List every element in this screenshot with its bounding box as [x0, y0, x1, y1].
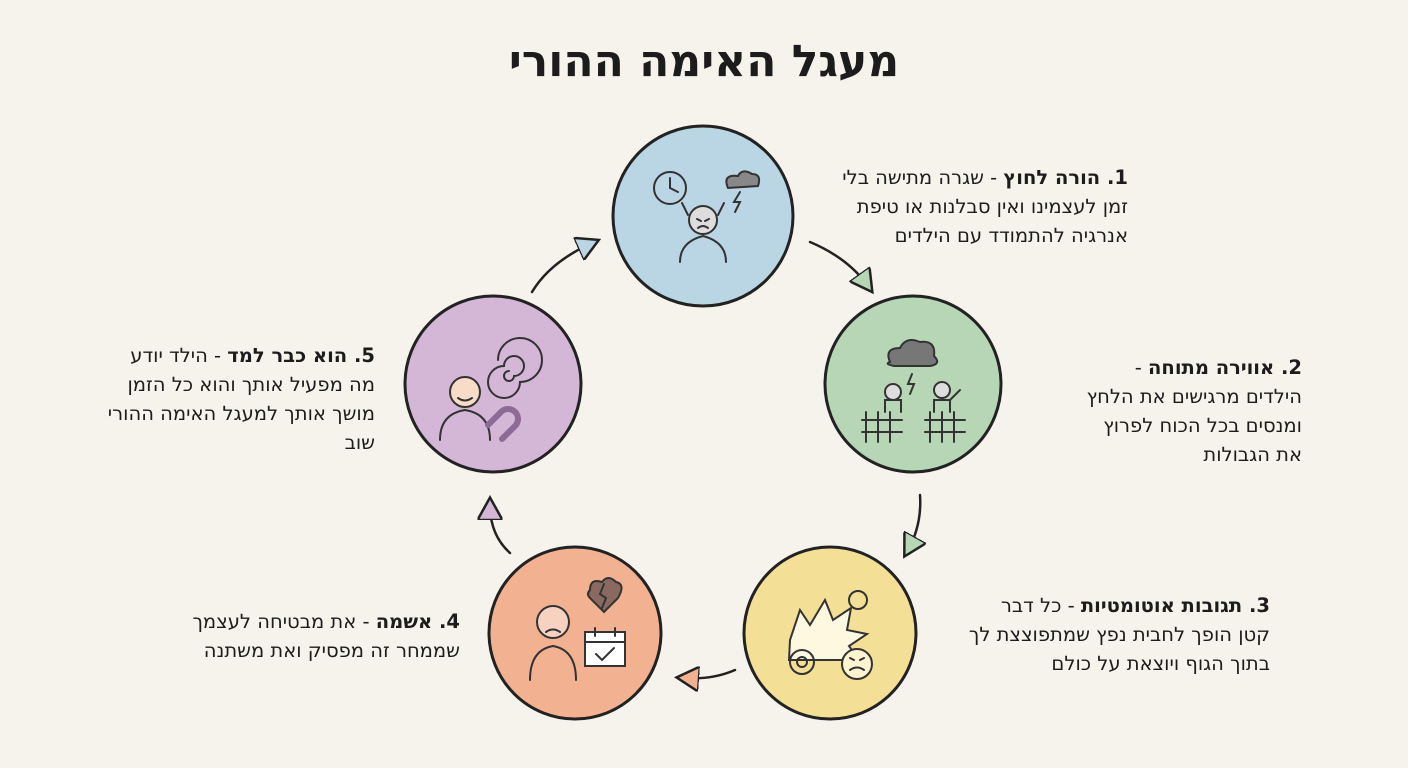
guilty-parent-icon	[529, 577, 626, 681]
step-3-description: 3. תגובות אוטומטיות - כל דבר קטן הופך לח…	[968, 594, 1270, 675]
step-2-heading: 2. אווירה מתוחה	[1148, 356, 1302, 379]
step-3-text: כל דבר קטן הופך לחבית נפץ שמתפוצצת לך בת…	[968, 594, 1270, 675]
arrow-3-to-4	[684, 670, 737, 678]
arrow-1-to-2	[808, 240, 868, 286]
step-4-heading: 4. אשמה	[375, 610, 460, 633]
child-magnet-icon	[439, 337, 543, 442]
step-5-text: הילד יודע מה מפעיל אותך והוא כל הזמן מוש…	[107, 344, 375, 454]
step-2-text: הילדים מרגישים את הלחץ ומנסים בכל הכוח ל…	[1086, 385, 1302, 466]
step-1-description: 1. הורה לחוץ - שגרה מתישה בלי זמן לעצמינ…	[842, 166, 1128, 247]
step-1-heading: 1. הורה לחוץ	[1003, 166, 1128, 189]
arrow-5-to-1	[530, 243, 592, 294]
explosion-gears-icon	[787, 590, 873, 680]
step-2-description: 2. אווירה מתוחה - הילדים מרגישים את הלחץ…	[1086, 356, 1302, 466]
circle-step-4	[487, 545, 663, 721]
children-storm-icon	[861, 339, 966, 443]
step-5-heading: 5. הוא כבר למד	[227, 344, 375, 367]
step-1-text: שגרה מתישה בלי זמן לעצמינו ואין סבלנות א…	[842, 166, 1128, 247]
step-4-description: 4. אשמה - את מבטיחה לעצמך שממחר זה מפסיק…	[192, 610, 460, 662]
arrow-4-to-5	[490, 505, 512, 555]
circle-step-5	[403, 294, 583, 474]
stressed-parent-icon	[653, 170, 761, 263]
arrow-2-to-3	[908, 493, 920, 550]
step-4-text: את מבטיחה לעצמך שממחר זה מפסיק ואת משתנה	[192, 610, 460, 662]
step-5-description: 5. הוא כבר למד - הילד יודע מה מפעיל אותך…	[107, 344, 375, 454]
step-3-heading: 3. תגובות אוטומטיות	[1080, 594, 1270, 617]
page-title: מעגל האימה ההורי	[508, 36, 900, 87]
